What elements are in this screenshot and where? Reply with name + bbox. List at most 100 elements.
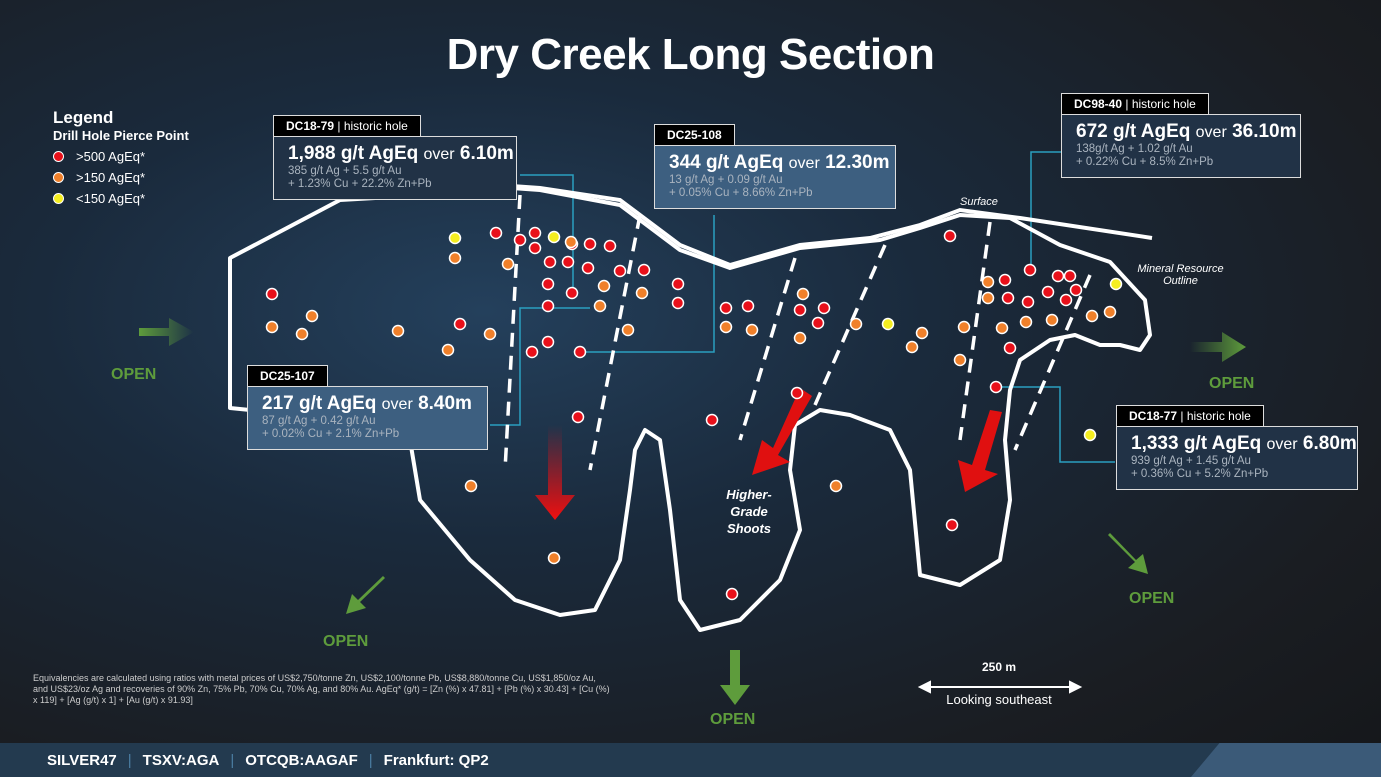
- pierce-point-orange: [501, 257, 515, 271]
- legend-label: >150 AgEq*: [76, 170, 146, 185]
- pierce-point-orange: [483, 327, 497, 341]
- pierce-point-red: [613, 264, 627, 278]
- yellow-dot-icon: [53, 193, 64, 204]
- pierce-point-red: [513, 233, 527, 247]
- pierce-point-red: [528, 226, 542, 240]
- pierce-point-red: [265, 287, 279, 301]
- footer-accent: [1191, 743, 1381, 777]
- pierce-point-orange: [547, 551, 561, 565]
- pierce-point-red: [1059, 293, 1073, 307]
- open-arrows: [139, 318, 1246, 705]
- callout-dc98-40: DC98-40 | historic hole 672 g/t AgEq ove…: [1061, 93, 1301, 178]
- callout-dc25-107: DC25-107 217 g/t AgEq over 8.40m 87 g/t …: [247, 365, 488, 450]
- callout-dc25-108: DC25-108 344 g/t AgEq over 12.30m 13 g/t…: [654, 124, 896, 209]
- pierce-points: [265, 226, 1123, 601]
- interval: 12.30m: [825, 152, 890, 173]
- pierce-point-red: [793, 303, 807, 317]
- scale-distance: 250 m: [981, 660, 1017, 674]
- surface-label: Surface: [960, 196, 998, 208]
- pierce-point-orange: [905, 340, 919, 354]
- footer-company: SILVER47: [47, 751, 117, 769]
- pierce-point-red: [945, 518, 959, 532]
- over-text: over: [788, 155, 820, 172]
- open-label-southeast: OPEN: [1129, 590, 1175, 607]
- pierce-point-yellow: [448, 231, 462, 245]
- pierce-point-orange: [995, 321, 1009, 335]
- detail-line: 87 g/t Ag + 0.42 g/t Au: [262, 415, 376, 427]
- pierce-point-yellow: [881, 317, 895, 331]
- pierce-point-red: [671, 277, 685, 291]
- pierce-point-red: [603, 239, 617, 253]
- pierce-point-orange: [953, 353, 967, 367]
- pierce-point-red: [989, 380, 1003, 394]
- pierce-point-red: [637, 263, 651, 277]
- pierce-point-red: [1023, 263, 1037, 277]
- pierce-point-red: [1051, 269, 1065, 283]
- pierce-point-red: [1063, 269, 1077, 283]
- legend-subtitle: Drill Hole Pierce Point: [53, 128, 189, 143]
- pierce-point-orange: [1019, 315, 1033, 329]
- footer-bar: SILVER47| TSXV:AGA| OTCQB:AAGAF| Frankfu…: [0, 743, 1381, 777]
- resource-outline-label: Mineral Resource Outline: [1137, 263, 1224, 287]
- pierce-point-orange: [621, 323, 635, 337]
- legend-item: <150 AgEq*: [53, 188, 189, 209]
- view-direction: Looking southeast: [946, 692, 1052, 707]
- grade: 672 g/t AgEq: [1076, 121, 1191, 142]
- pierce-point-yellow: [1083, 428, 1097, 442]
- pierce-point-orange: [719, 320, 733, 334]
- pierce-point-orange: [564, 235, 578, 249]
- pierce-point-red: [671, 296, 685, 310]
- detail-line: 939 g/t Ag + 1.45 g/t Au: [1131, 455, 1251, 467]
- pierce-point-red: [581, 261, 595, 275]
- scale-bar: [917, 680, 1083, 694]
- pierce-point-orange: [391, 324, 405, 338]
- pierce-point-orange: [1085, 309, 1099, 323]
- hole-id: DC25-108: [667, 128, 722, 142]
- pierce-point-yellow: [547, 230, 561, 244]
- pierce-point-red: [719, 301, 733, 315]
- shoot-dashes: [503, 194, 1092, 471]
- detail-line: + 0.02% Cu + 2.1% Zn+Pb: [262, 428, 400, 440]
- detail-line: 13 g/t Ag + 0.09 g/t Au: [669, 174, 783, 186]
- pierce-point-orange: [829, 479, 843, 493]
- detail-line: + 1.23% Cu + 22.2% Zn+Pb: [288, 178, 432, 190]
- pierce-point-orange: [745, 323, 759, 337]
- footnote: Equivalencies are calculated using ratio…: [33, 673, 610, 705]
- pierce-point-orange: [981, 275, 995, 289]
- hole-id: DC98-40: [1074, 97, 1123, 111]
- detail-line: 138g/t Ag + 1.02 g/t Au: [1076, 143, 1193, 155]
- pierce-point-orange: [635, 286, 649, 300]
- over-text: over: [381, 396, 413, 413]
- pierce-point-red: [541, 335, 555, 349]
- legend-item: >500 AgEq*: [53, 146, 189, 167]
- interval: 8.40m: [418, 393, 472, 414]
- pierce-point-red: [561, 255, 575, 269]
- pierce-point-red: [1041, 285, 1055, 299]
- detail-line: + 0.22% Cu + 8.5% Zn+Pb: [1076, 156, 1214, 168]
- pierce-point-orange: [957, 320, 971, 334]
- pierce-point-red: [525, 345, 539, 359]
- pierce-point-red: [1003, 341, 1017, 355]
- hole-id: DC18-79: [286, 119, 335, 133]
- pierce-point-red: [725, 587, 739, 601]
- pierce-point-red: [573, 345, 587, 359]
- open-label-southwest: OPEN: [323, 633, 369, 650]
- pierce-point-orange: [981, 291, 995, 305]
- red-dot-icon: [53, 151, 64, 162]
- detail-line: 385 g/t Ag + 5.5 g/t Au: [288, 165, 402, 177]
- footer-otcqb: OTCQB:AAGAF: [245, 751, 358, 769]
- higher-grade-shoots-label: Higher-Grade Shoots: [726, 487, 772, 536]
- pierce-point-red: [541, 299, 555, 313]
- pierce-point-orange: [441, 343, 455, 357]
- pierce-point-orange: [793, 331, 807, 345]
- open-label-east: OPEN: [1209, 375, 1255, 392]
- pierce-point-orange: [1103, 305, 1117, 319]
- over-text: over: [1195, 124, 1227, 141]
- pierce-point-orange: [597, 279, 611, 293]
- detail-line: + 0.05% Cu + 8.66% Zn+Pb: [669, 187, 813, 199]
- pierce-point-orange: [593, 299, 607, 313]
- open-label-south: OPEN: [710, 711, 756, 728]
- grade: 1,988 g/t AgEq: [288, 143, 419, 164]
- scale-legend: 250 m Looking southeast: [918, 660, 1080, 707]
